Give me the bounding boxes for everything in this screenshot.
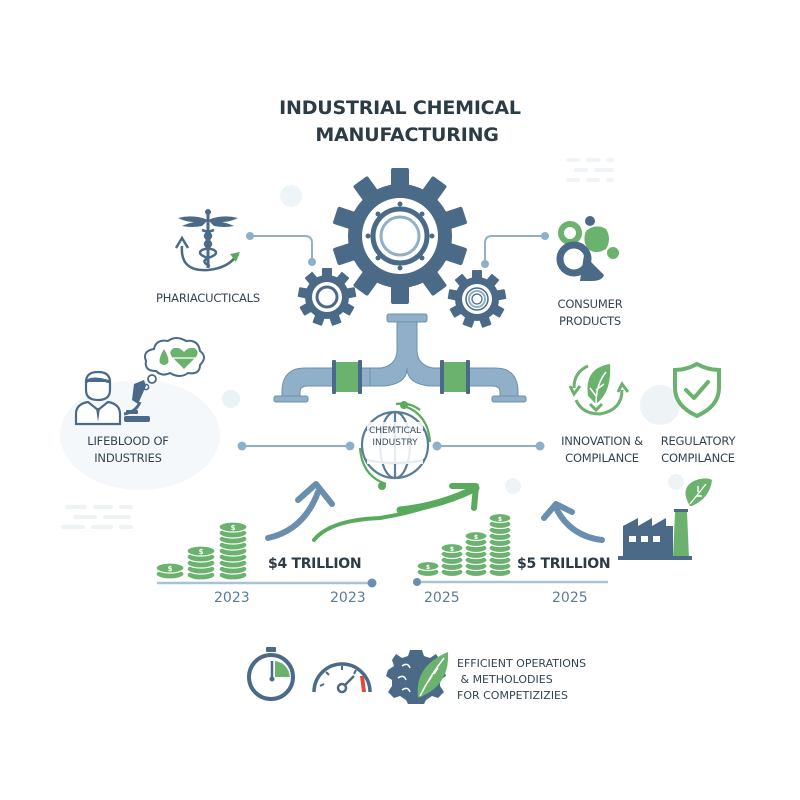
- coin-stacks-left-icon: $ $ $: [155, 521, 248, 581]
- globe-icon: [358, 401, 432, 490]
- molecule-shapes-icon: [556, 216, 619, 281]
- arrow-up-blue-right-icon: [553, 505, 605, 543]
- thought-bubble-icon: [142, 337, 205, 391]
- regulatory-label: REGULATORY COMPILANCE: [652, 433, 744, 467]
- speedometer-icon: [312, 662, 372, 694]
- title-line-2: MANUFACTURING: [315, 124, 499, 146]
- regulatory-line-1: REGULATORY: [660, 434, 736, 448]
- gear-brain-leaf-icon: [386, 650, 449, 704]
- caduceus-icon: [174, 209, 240, 272]
- svg-text:$: $: [474, 534, 478, 541]
- bg-decoration: [222, 390, 240, 408]
- consumer-products-line-2: PRODUCTS: [558, 314, 621, 328]
- regulatory-line-2: COMPILANCE: [661, 451, 735, 465]
- svg-text:$: $: [199, 548, 204, 556]
- small-gear-left-icon: [297, 268, 357, 326]
- innovation-line-2: COMPILANCE: [565, 451, 639, 465]
- year-left-start: 2023: [214, 590, 250, 606]
- green-factory-icon: [618, 478, 712, 560]
- globe-line-1: CHEMTICAL: [368, 426, 422, 436]
- dash-decoration: [566, 158, 614, 182]
- innovation-label: INNOVATION & COMPILANCE: [554, 433, 650, 467]
- consumer-products-label: CONSUMER PRODUCTS: [548, 296, 632, 330]
- lifeblood-line-1: LIFEBLOOD OF: [87, 434, 169, 448]
- value-left: $4 TRILLION: [268, 556, 362, 572]
- svg-text:$: $: [231, 524, 236, 532]
- scientist-microscope-icon: [74, 370, 150, 426]
- efficiency-line-2: & METHOLODIES: [457, 673, 553, 686]
- main-gear-icon: [333, 168, 467, 304]
- globe-line-2: INDUSTRY: [372, 438, 418, 448]
- year-right-end: 2025: [552, 590, 588, 606]
- title-line-1: INDUSTRIAL CHEMICAL: [279, 97, 521, 119]
- arrow-up-blue-left-icon: [265, 489, 321, 541]
- bg-decoration: [668, 474, 684, 490]
- coin-stacks-right-icon: $ $ $ $: [416, 512, 512, 578]
- pipes-icon: [273, 313, 527, 403]
- pharmaceuticals-label: PHARIACUCTICALS: [156, 291, 260, 305]
- efficiency-label: EFFICIENT OPERATIONS & METHOLODIES FOR C…: [457, 656, 586, 704]
- efficiency-line-3: FOR COMPETIZIZIES: [457, 689, 568, 702]
- dash-decoration: [61, 505, 133, 529]
- efficiency-line-1: EFFICIENT OPERATIONS: [457, 657, 587, 670]
- page-title: INDUSTRIAL CHEMICAL MANUFACTURING: [200, 95, 600, 149]
- svg-text:$: $: [168, 565, 173, 573]
- leaf-recycle-icon: [568, 364, 630, 416]
- year-right-start: 2025: [424, 590, 460, 606]
- bg-decoration: [280, 185, 302, 207]
- small-gear-right-icon: [447, 270, 507, 328]
- consumer-products-line-1: CONSUMER: [557, 297, 623, 311]
- bg-decoration: [505, 478, 521, 494]
- year-left-end: 2023: [330, 590, 366, 606]
- lifeblood-label: LIFEBLOOD OF INDUSTRIES: [78, 433, 178, 467]
- stopwatch-icon: [247, 647, 295, 701]
- svg-text:$: $: [498, 516, 502, 523]
- innovation-line-1: INNOVATION &: [561, 434, 643, 448]
- value-right: $5 TRILLION: [517, 556, 611, 572]
- svg-text:$: $: [450, 546, 454, 553]
- globe-label: CHEMTICAL INDUSTRY: [352, 425, 438, 449]
- svg-text:$: $: [426, 564, 430, 571]
- shield-check-icon: [673, 361, 721, 419]
- lifeblood-line-2: INDUSTRIES: [94, 451, 162, 465]
